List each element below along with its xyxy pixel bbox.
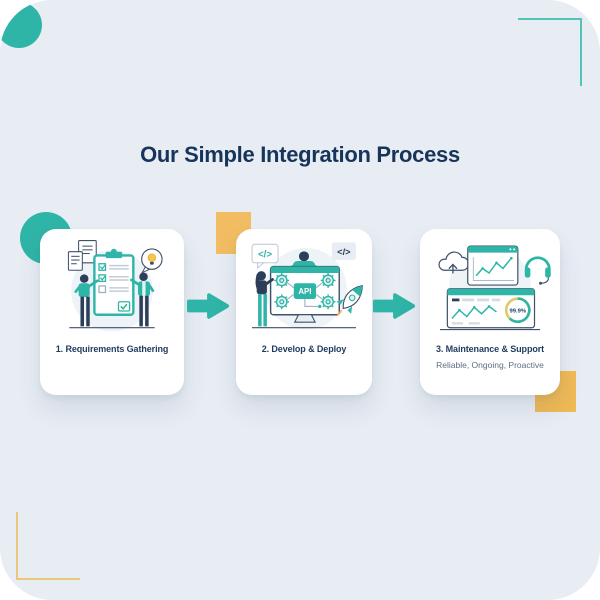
api-monitor: API [269,265,340,323]
uptime-gauge: 99.9% [504,297,531,323]
svg-text:API: API [298,287,311,296]
develop-illustration: </> </> [251,242,363,330]
process-arrow-2 [373,293,415,319]
step-sublabel-3: Reliable, Ongoing, Proactive [436,360,544,370]
maintenance-illustration: 99.9% [438,245,551,331]
svg-text:</>: </> [337,247,351,257]
process-arrow-1 [187,293,229,319]
page-title: Our Simple Integration Process [140,142,460,167]
decor-corner-bracket-top-right [518,18,582,86]
code-badge-right-icon: </> [331,242,356,261]
step-label-2: 2. Develop & Deploy [261,344,347,354]
chart-window [467,245,519,286]
decor-corner-bracket-bottom-left [16,512,80,580]
person-left-illustration [74,274,99,327]
person-right-illustration [130,272,155,327]
decor-circle-top-left [0,2,42,48]
step-card-maintenance: 99.9% 3. Maintenance & Support Reliable,… [420,229,560,395]
step-label-1: 1. Requirements Gathering [55,344,169,354]
clipboard-icon [93,248,135,316]
rocket-icon [336,285,363,317]
headset-icon [524,256,551,285]
dashboard-window: 99.9% [446,288,536,329]
cloud-upload-icon [438,251,470,274]
step-card-requirements: 1. Requirements Gathering [40,229,184,395]
step-label-3: 3. Maintenance & Support [435,344,545,354]
document-icons [67,240,97,271]
svg-text:99.9%: 99.9% [510,308,527,314]
person-left-illustration [255,271,274,327]
idea-bubble-icon [141,248,163,274]
step-card-develop: </> </> [236,229,372,395]
requirements-illustration [67,240,163,332]
svg-text:</>: </> [258,249,272,260]
code-badge-left-icon: </> [251,243,279,269]
